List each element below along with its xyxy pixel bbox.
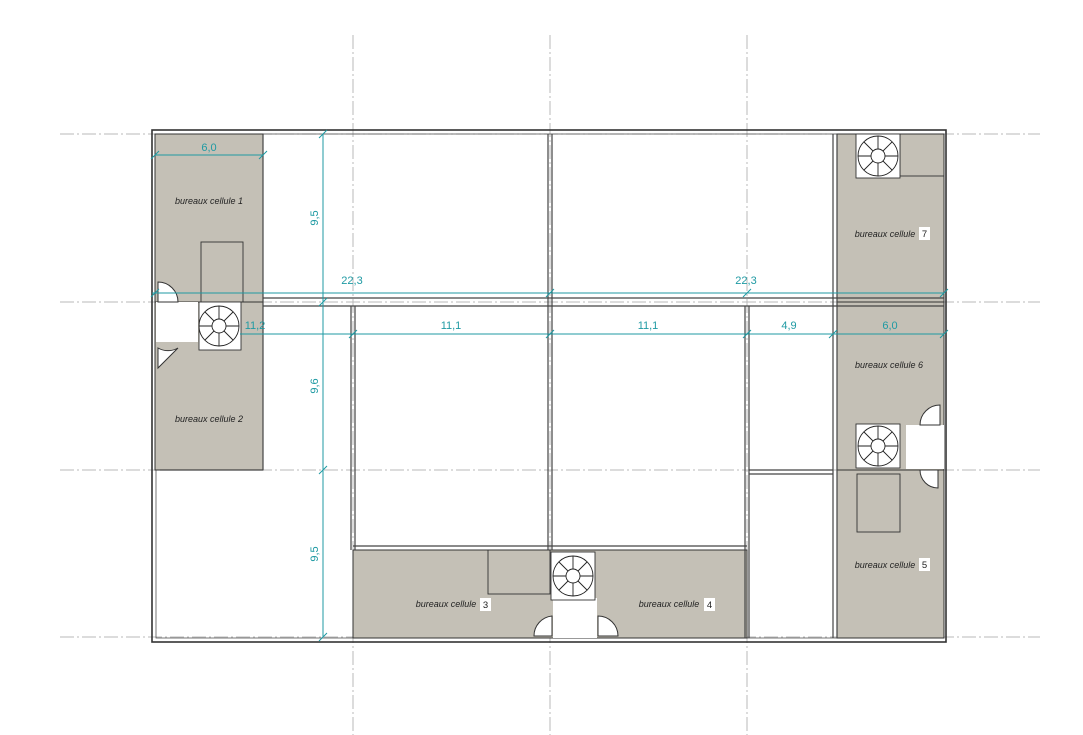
office-cell-5[interactable] — [836, 469, 945, 639]
dim-bay-left: 11,2 — [245, 320, 266, 332]
office-labels: bureaux cellule 1 bureaux cellule 2 bure… — [175, 196, 930, 611]
dim-left-width: 6,0 — [201, 142, 216, 154]
door-swing-icon — [157, 281, 941, 637]
building-outline — [151, 129, 947, 643]
dim-span-right: 22,3 — [735, 275, 756, 287]
dim-height-mid: 9,6 — [309, 378, 321, 393]
office-number-7: 7 — [922, 229, 927, 240]
office-number-3: 3 — [483, 600, 488, 611]
office-label-4: bureaux cellule — [639, 599, 700, 609]
office-label-7: bureaux cellule — [855, 229, 916, 239]
dimension-lines — [150, 129, 949, 642]
office-number-4: 4 — [707, 600, 712, 611]
dim-bay-2: 11,1 — [638, 320, 659, 332]
office-label-3: bureaux cellule — [416, 599, 477, 609]
dim-right-width: 6,0 — [882, 320, 897, 332]
office-label-2: bureaux cellule 2 — [175, 414, 243, 424]
structural-frame — [160, 134, 944, 638]
office-label-5: bureaux cellule — [855, 560, 916, 570]
dim-bay-1: 11,1 — [441, 320, 462, 332]
dim-bay-right: 4,9 — [781, 320, 796, 332]
office-cell-1[interactable] — [154, 133, 264, 303]
office-label-1: bureaux cellule 1 — [175, 196, 243, 206]
spiral-staircase-icon — [198, 133, 901, 601]
entrances — [156, 302, 944, 638]
dim-height-top: 9,5 — [309, 210, 321, 225]
office-label-6: bureaux cellule 6 — [855, 360, 923, 370]
dim-height-bottom: 9,5 — [309, 546, 321, 561]
office-number-5: 5 — [922, 560, 927, 571]
dim-span-left: 22,3 — [341, 275, 362, 287]
dimension-labels: 6,0 22,3 22,3 11,2 11,1 11,1 4,9 6,0 9,5… — [201, 142, 897, 562]
